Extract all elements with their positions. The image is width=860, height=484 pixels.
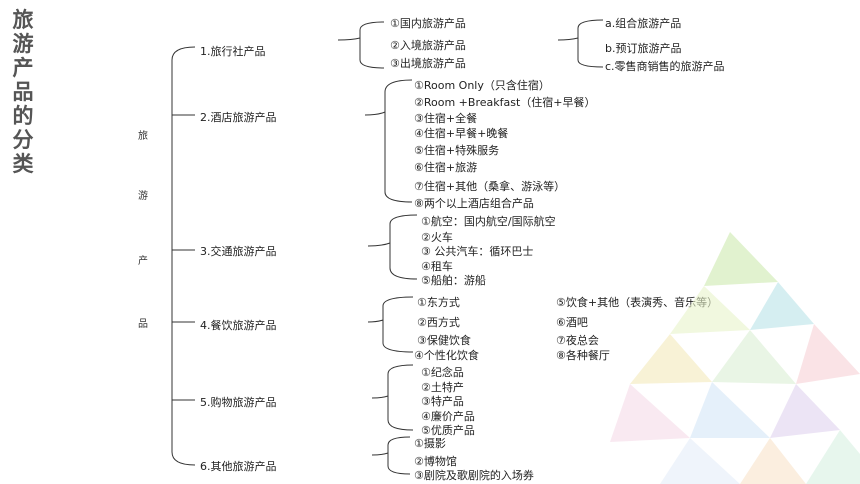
list-item: ②Room +Breakfast（住宿+早餐） [414, 96, 596, 109]
list-item: ④廉价产品 [421, 410, 475, 423]
list-item: ③住宿+全餐 [414, 112, 478, 125]
list-item: ④租车 [421, 260, 453, 273]
root-label-char: 游 [138, 191, 148, 202]
category-shopping: 5.购物旅游产品 [200, 396, 277, 409]
list-item: ⑦住宿+其他（桑拿、游泳等） [414, 180, 566, 193]
list-item: ③保健饮食 [417, 334, 471, 347]
list-item: ⑤饮食+其他（表演秀、音乐等） [556, 296, 719, 309]
list-item: ①国内旅游产品 [390, 17, 466, 30]
title-char: 类 [12, 152, 34, 176]
decorative-triangles [610, 232, 860, 484]
root-label-char: 旅 [138, 131, 148, 142]
list-item: c.零售商销售的旅游产品 [605, 60, 725, 73]
list-item: ⑥住宿+旅游 [414, 161, 478, 174]
category-other: 6.其他旅游产品 [200, 460, 277, 473]
list-item: ②火车 [421, 231, 453, 244]
category-transport: 3.交通旅游产品 [200, 245, 277, 258]
list-item: ⑧各种餐厅 [556, 349, 610, 362]
list-item: ⑧两个以上酒店组合产品 [414, 197, 534, 210]
list-item: ④个性化饮食 [414, 349, 479, 362]
list-item: ②西方式 [417, 316, 460, 329]
category-hotel: 2.酒店旅游产品 [200, 111, 277, 124]
list-item: ⑤船舶：游船 [421, 274, 486, 287]
title-char: 产 [12, 56, 34, 80]
list-item: ③特产品 [421, 395, 464, 408]
list-item: ②博物馆 [414, 455, 457, 468]
list-item: ⑤优质产品 [421, 424, 475, 437]
list-item: ③ 公共汽车：循环巴士 [421, 245, 534, 258]
list-item: ⑥酒吧 [556, 316, 588, 329]
list-item: ①摄影 [414, 437, 446, 450]
title-char: 游 [12, 32, 34, 56]
list-item: ③出境旅游产品 [390, 57, 466, 70]
list-item: ④住宿+早餐+晚餐 [414, 127, 509, 140]
page-title: 旅 游 产 品 的 分 类 [10, 8, 36, 176]
category-food: 4.餐饮旅游产品 [200, 319, 277, 332]
title-char: 的 [12, 104, 34, 128]
list-item: ①Room Only（只含住宿） [414, 79, 550, 92]
list-item: a.组合旅游产品 [605, 17, 682, 30]
list-item: ①航空：国内航空/国际航空 [421, 215, 556, 228]
title-char: 分 [12, 128, 34, 152]
title-char: 旅 [12, 8, 34, 32]
root-label-char: 产 [138, 256, 148, 267]
title-char: 品 [12, 80, 34, 104]
root-label-char: 品 [138, 319, 148, 330]
list-item: ⑤住宿+特殊服务 [414, 144, 500, 157]
list-item: ②土特产 [421, 381, 464, 394]
list-item: ②入境旅游产品 [390, 39, 466, 52]
list-item: b.预订旅游产品 [605, 42, 682, 55]
category-travel-agency: 1.旅行社产品 [200, 45, 266, 58]
list-item: ③剧院及歌剧院的入场券 [414, 469, 534, 482]
list-item: ⑦夜总会 [556, 334, 599, 347]
list-item: ①东方式 [417, 296, 460, 309]
list-item: ①纪念品 [421, 366, 464, 379]
